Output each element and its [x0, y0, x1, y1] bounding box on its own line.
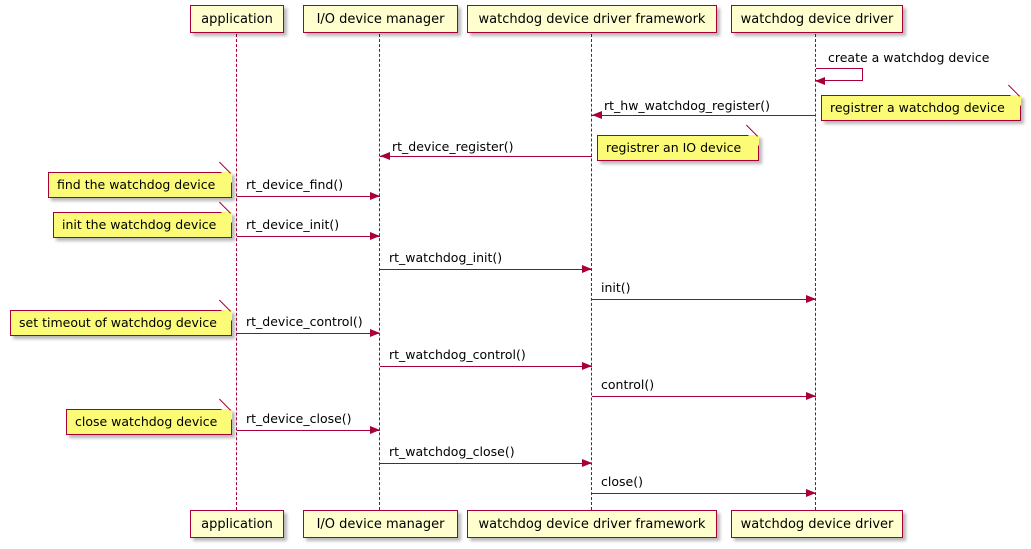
message-line-m2: [592, 115, 816, 116]
message-label-m12: rt_watchdog_close(): [389, 444, 515, 459]
message-line-m4: [237, 196, 380, 197]
participant-application-top[interactable]: application: [190, 5, 284, 33]
note-text: registrer an IO device: [606, 139, 742, 155]
note-fold-corner-icon: [1010, 95, 1021, 106]
message-line-m7: [592, 299, 816, 300]
participant-driver-bottom[interactable]: watchdog device driver: [731, 510, 903, 538]
self-message-loop: [816, 68, 863, 81]
note-n4: init the watchdog device: [53, 201, 232, 238]
note-text: set timeout of watchdog device: [19, 314, 217, 330]
lifeline-driver: [815, 34, 816, 510]
note-n3: find the watchdog device: [48, 161, 232, 198]
message-label-m5: rt_device_init(): [246, 217, 340, 232]
participant-label: watchdog device driver framework: [478, 516, 706, 532]
message-line-m9: [380, 366, 592, 367]
participant-driver-top[interactable]: watchdog device driver: [731, 5, 903, 33]
arrowhead-m7: [806, 295, 816, 303]
message-line-m10: [592, 396, 816, 397]
message-label-m8: rt_device_control(): [246, 314, 363, 329]
participant-label: I/O device manager: [316, 11, 445, 27]
note-text: init the watchdog device: [62, 216, 217, 232]
message-line-m13: [592, 493, 816, 494]
message-label-m1: create a watchdog device: [828, 50, 990, 65]
arrowhead-m3: [380, 152, 390, 160]
participant-framework-bottom[interactable]: watchdog device driver framework: [467, 510, 717, 538]
note-n6: close watchdog device: [66, 398, 232, 435]
participant-application-bottom[interactable]: application: [190, 510, 284, 538]
message-line-m11: [237, 430, 380, 431]
note-fold-corner-icon: [221, 310, 232, 321]
note-n2: registrer an IO device: [597, 124, 759, 161]
note-fold-corner-icon: [748, 135, 759, 146]
message-line-m5: [237, 236, 380, 237]
message-label-m6: rt_watchdog_init(): [389, 250, 503, 265]
participant-label: watchdog device driver: [740, 11, 894, 27]
arrowhead-m9: [582, 362, 592, 370]
arrowhead-m6: [582, 265, 592, 273]
message-line-m12: [380, 463, 592, 464]
message-line-m3: [380, 156, 592, 157]
note-fold-corner-icon: [221, 172, 232, 183]
participant-label: watchdog device driver: [740, 516, 894, 532]
message-label-m11: rt_device_close(): [246, 411, 352, 426]
arrowhead-m13: [806, 489, 816, 497]
message-label-m10: control(): [601, 377, 655, 392]
participant-iomanager-top[interactable]: I/O device manager: [303, 5, 458, 33]
message-label-m2: rt_hw_watchdog_register(): [604, 98, 770, 113]
arrowhead-m8: [370, 329, 380, 337]
note-n1: registrer a watchdog device: [821, 84, 1021, 121]
note-text: close watchdog device: [75, 413, 218, 429]
message-label-m13: close(): [601, 474, 643, 489]
participant-framework-top[interactable]: watchdog device driver framework: [467, 5, 717, 33]
note-text: registrer a watchdog device: [830, 99, 1005, 115]
lifeline-application: [236, 34, 237, 510]
arrowhead-m10: [806, 392, 816, 400]
arrowhead-m4: [370, 192, 380, 200]
note-n5: set timeout of watchdog device: [10, 299, 232, 336]
arrowhead-m2: [592, 111, 602, 119]
arrowhead-m5: [370, 232, 380, 240]
lifeline-iomanager: [379, 34, 380, 510]
message-label-m9: rt_watchdog_control(): [389, 347, 526, 362]
message-line-m8: [237, 333, 380, 334]
participant-iomanager-bottom[interactable]: I/O device manager: [303, 510, 458, 538]
note-text: find the watchdog device: [57, 176, 216, 192]
message-label-m3: rt_device_register(): [392, 139, 514, 154]
arrowhead-m1: [815, 77, 825, 85]
note-fold-corner-icon: [221, 409, 232, 420]
participant-label: watchdog device driver framework: [478, 11, 706, 27]
message-label-m4: rt_device_find(): [246, 177, 344, 192]
arrowhead-m12: [582, 459, 592, 467]
note-fold-corner-icon: [221, 212, 232, 223]
participant-label: I/O device manager: [316, 516, 445, 532]
message-line-m6: [380, 269, 592, 270]
message-label-m7: init(): [601, 280, 631, 295]
participant-label: application: [201, 11, 273, 27]
arrowhead-m11: [370, 426, 380, 434]
participant-label: application: [201, 516, 273, 532]
